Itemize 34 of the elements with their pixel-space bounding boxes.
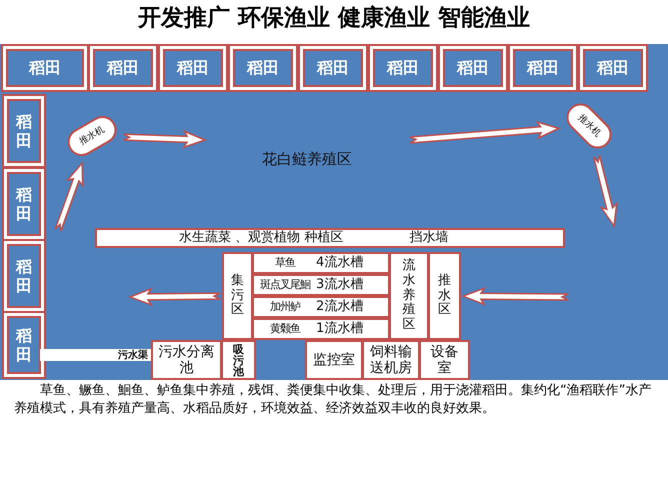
raceway-tank [252,252,390,274]
fish-name: 草鱼 [274,256,296,270]
fish-name: 加州鲈 [269,300,302,314]
facility-box: 吸污池 [221,340,256,380]
sewage-channel: 污水渠 [40,349,152,361]
flow-arrow [409,120,561,144]
caption: 草鱼、鳜鱼、鮰鱼、鲈鱼集中养殖，残饵、粪便集中收集、处理后，用于浇灌稻田。集约化“渔稻联作”水产养殖模式，具有养殖产量高、水稻品质好，环境效益、经济效益双丰收的良好效果。 [14,382,652,418]
facility-box: 推水区 [428,252,461,340]
tank-label: 3流水槽 [316,278,364,292]
flow-arrow [460,286,569,306]
tank-label: 1流水槽 [316,322,364,336]
facility-box: 集污区 [222,252,253,340]
raceway-tank [252,318,390,340]
wall-label: 挡水墙 [409,230,448,246]
facility-box: 流水养殖区 [389,252,429,340]
facility-box: 设备室 [419,340,470,380]
facility-box: 污水分离池 [151,340,222,380]
flow-arrow [128,287,221,306]
zone-label: 花白鲢养殖区 [262,150,352,169]
planting-strip [95,228,565,248]
fish-pond-area [0,44,668,380]
flow-arrow [592,154,618,228]
title: 开发推广 环保渔业 健康渔业 智能渔业 [136,4,532,33]
tank-label: 2流水槽 [316,300,364,314]
raceway-tank [252,274,390,296]
facility-box: 监控室 [305,340,363,380]
fish-name: 斑点叉尾鮰 [259,278,312,292]
flow-arrow [122,130,208,149]
flow-arrow [54,161,84,232]
raceway-tank [252,296,390,318]
zone-label: 水生蔬菜 、观赏植物 种植区 [179,230,344,246]
facility-box: 饲料输送机房 [362,340,420,380]
fish-name: 黄颡鱼 [269,322,302,336]
tank-label: 4流水槽 [316,256,364,270]
